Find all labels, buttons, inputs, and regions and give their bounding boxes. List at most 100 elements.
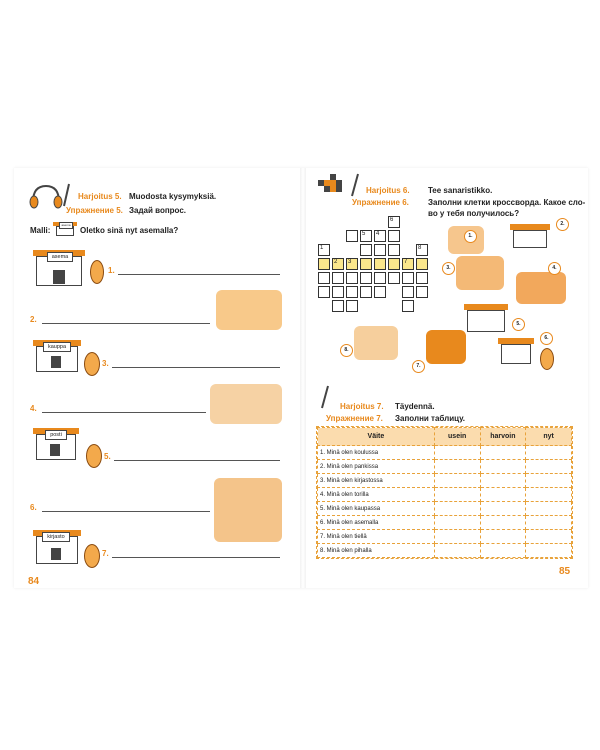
crossword-cell[interactable] [416,258,428,270]
table-cell-answer[interactable] [525,515,572,530]
table-cell-answer[interactable] [525,459,572,474]
crossword-cell[interactable] [388,272,400,284]
crossword-cell[interactable] [346,230,358,242]
table-cell-answer[interactable] [433,543,481,558]
model-label: Malli: [30,226,51,235]
answer-line-5[interactable] [114,460,280,461]
shop-building: kauppa [33,340,81,372]
table-row: 4. Minä olen torilla [317,487,572,502]
badge-5: 5. [512,318,525,331]
crossword-cell[interactable] [360,286,372,298]
answer-line-4[interactable] [42,412,206,413]
table-cell-answer[interactable] [433,459,481,474]
table-cell-statement: 6. Minä olen asemalla [317,515,435,530]
badge-4: 4. [548,262,561,275]
exercise7-name-fi: Harjoitus 7. [340,402,384,411]
crossword-cell[interactable]: 4 [374,230,386,242]
item-number-7: 7. [102,549,109,558]
crossword-cell[interactable] [416,272,428,284]
crossword-cell[interactable] [374,286,386,298]
table-cell-answer[interactable] [479,529,527,544]
woman-figure [540,348,554,370]
exercise6-name-ru: Упражнение 6. [352,198,409,207]
table-cell-answer[interactable] [433,445,481,460]
crossword-cell[interactable] [402,286,414,298]
table-cell-answer[interactable] [479,501,527,516]
page-number-right: 85 [559,566,571,577]
crossword-cell[interactable] [388,230,400,242]
exercise7-task-fi: Täydennä. [395,402,435,411]
table-cell-answer[interactable] [525,501,572,516]
table-cell-answer[interactable] [525,473,572,488]
table-cell-answer[interactable] [479,543,527,558]
table-cell-answer[interactable] [433,487,481,502]
table-row: 2. Minä olen pankissa [317,459,572,474]
crossword-cell[interactable] [318,258,330,270]
answer-line-2[interactable] [42,323,210,324]
frequency-table: Väite usein harvoin nyt 1. Minä olen kou… [316,426,573,559]
crossword-cell[interactable] [388,244,400,256]
crossword-cell[interactable] [374,258,386,270]
crossword-cell[interactable] [402,272,414,284]
model-sentence: Oletko sinä nyt asemalla? [80,226,179,235]
crossword-cell[interactable] [388,258,400,270]
crossword-cell[interactable] [346,300,358,312]
crossword-cell[interactable] [332,300,344,312]
crossword-cell[interactable] [318,286,330,298]
exercise6-task-fi: Tee sanaristikko. [428,186,493,195]
exercise6-name-fi: Harjoitus 6. [366,186,410,195]
crossword-cell[interactable]: 6 [388,216,400,228]
answer-line-7[interactable] [112,557,280,558]
crossword-cell[interactable] [346,272,358,284]
table-row: 1. Minä olen koulussa [317,445,572,460]
table-row: 7. Minä olen tiellä [317,529,572,544]
exercise7-name-ru: Упражнение 7. [326,414,383,423]
crossword-cell[interactable] [416,286,428,298]
table-cell-answer[interactable] [433,473,481,488]
answer-line-3[interactable] [112,367,280,368]
crossword-cell[interactable] [374,244,386,256]
answer-line-6[interactable] [42,511,210,512]
crossword-cell[interactable]: 5 [360,230,372,242]
market-building [464,304,508,332]
crossword-cell[interactable] [360,258,372,270]
table-cell-answer[interactable] [525,445,572,460]
table-cell-answer[interactable] [479,487,527,502]
table-cell-answer[interactable] [479,515,527,530]
crossword-cell[interactable] [360,272,372,284]
table-cell-answer[interactable] [525,529,572,544]
crossword-cell[interactable] [332,272,344,284]
classroom-picture [426,330,466,364]
station-building: asema [33,250,85,286]
crossword-cell[interactable] [332,286,344,298]
table-cell-answer[interactable] [479,473,527,488]
crossword-cell[interactable] [402,300,414,312]
crossword-cell[interactable]: 8 [416,244,428,256]
crossword-cell[interactable] [374,272,386,284]
table-cell-answer[interactable] [479,459,527,474]
table-cell-statement: 5. Minä olen kaupassa [317,501,435,516]
table-cell-answer[interactable] [433,515,481,530]
library-building: kirjasto [33,530,81,564]
crossword-cell[interactable] [346,286,358,298]
crossword-cell[interactable]: 2 [332,258,344,270]
crossword-cell[interactable]: 1 [318,244,330,256]
answer-line-1[interactable] [118,274,280,275]
playground-picture [210,384,282,424]
crossword-cell[interactable]: 7 [402,258,414,270]
table-cell-answer[interactable] [479,445,527,460]
boy-figure [90,260,104,284]
table-cell-answer[interactable] [525,543,572,558]
table-cell-answer[interactable] [525,487,572,502]
table-cell-statement: 2. Minä olen pankissa [317,459,435,474]
table-cell-answer[interactable] [433,529,481,544]
crossword-cell[interactable] [318,272,330,284]
table-cell-answer[interactable] [433,501,481,516]
shop-building-small [498,338,534,364]
exercise6-task-ru-line1: Заполни клетки кроссворда. Какое сло- [428,198,586,207]
table-header-now: nyt [525,427,572,446]
crossword-cell[interactable]: 3 [346,258,358,270]
table-row: 3. Minä olen kirjastossa [317,473,572,488]
crossword-cell[interactable] [360,244,372,256]
table-cell-statement: 3. Minä olen kirjastossa [317,473,435,488]
